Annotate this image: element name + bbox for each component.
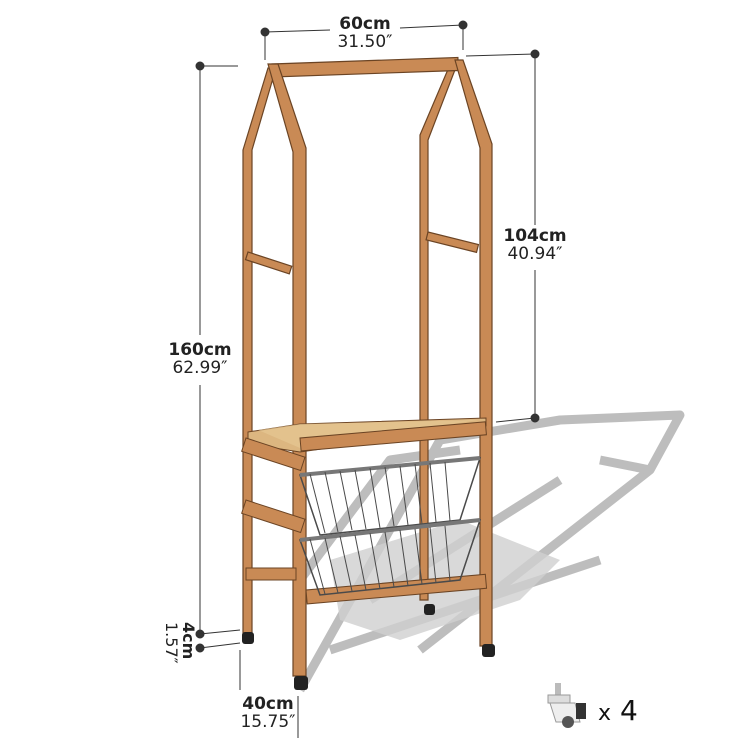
- depth-in: 15.75″: [240, 711, 296, 732]
- caster-quantity: x 4: [598, 694, 638, 727]
- quantity-value: 4: [619, 694, 638, 727]
- rail-height-in: 40.94″: [507, 243, 563, 264]
- caster-height-cm: 4cm: [179, 622, 198, 660]
- total-height-cm: 160cm: [168, 340, 232, 360]
- rail-height-cm: 104cm: [503, 226, 567, 246]
- rail-height-dimension-label: 104cm 40.94″: [495, 226, 575, 264]
- casters: [242, 604, 495, 690]
- shelf: [241, 417, 488, 605]
- width-cm: 60cm: [339, 14, 391, 34]
- depth-dimension-label: 40cm 15.75″: [228, 694, 308, 732]
- caster-height-dimension-label: 4cm 1.57″: [162, 622, 198, 664]
- dimension-lines: [195, 20, 540, 738]
- width-dimension-label: 60cm 31.50″: [320, 14, 410, 52]
- caster-height-in: 1.57″: [162, 622, 182, 664]
- wire-baskets: [298, 456, 482, 596]
- quantity-prefix: x: [598, 701, 612, 726]
- back-frame: [242, 59, 480, 637]
- caster-wheel-icon: [547, 683, 586, 728]
- top-rail: [271, 56, 459, 78]
- depth-cm: 40cm: [242, 694, 294, 714]
- basket-wires: [309, 461, 451, 595]
- total-height-in: 62.99″: [172, 357, 228, 378]
- total-height-dimension-label: 160cm 62.99″: [160, 340, 240, 378]
- width-in: 31.50″: [337, 31, 393, 52]
